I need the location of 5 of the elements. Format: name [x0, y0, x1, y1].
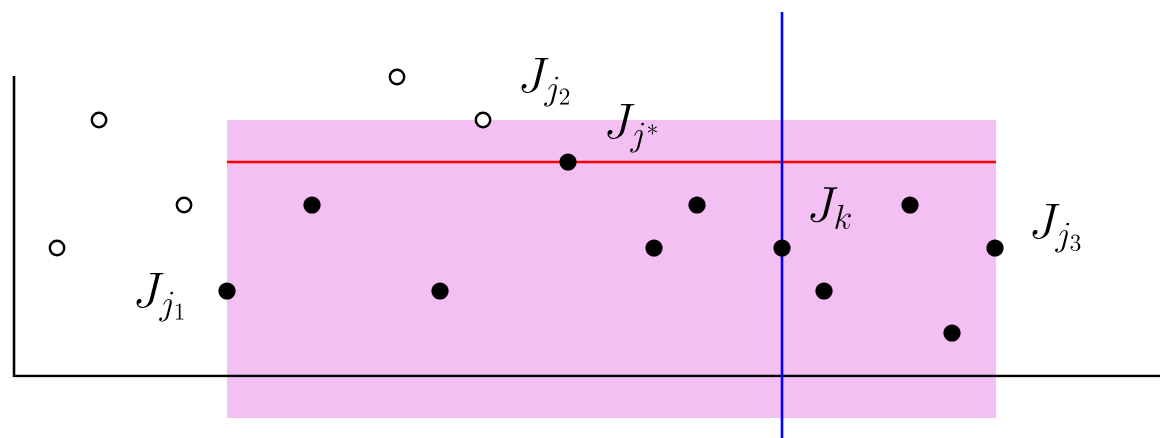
point-label: $J_{j^*}$ [607, 103, 657, 153]
point-label: $J_k$ [810, 187, 851, 230]
point-label: $J_{j_2}$ [521, 57, 570, 107]
point-label: $J_{j_1}$ [136, 272, 184, 322]
point-label: $J_{j_3}$ [1032, 203, 1081, 253]
